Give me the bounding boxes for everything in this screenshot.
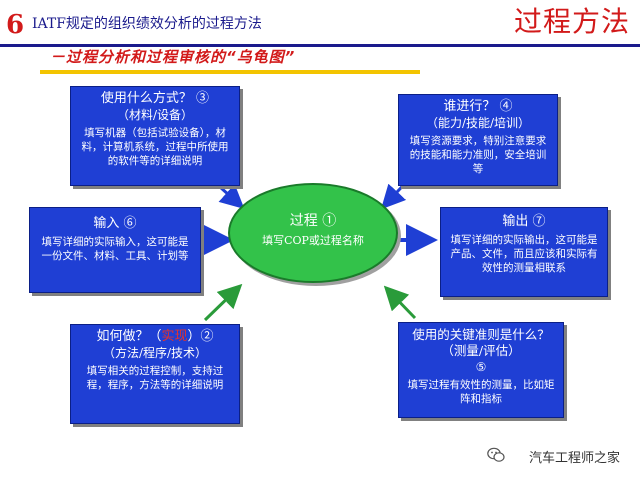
box-materials-equipment: 使用什么方式？ ③ （材料/设备） 填写机器（包括试验设备），材料，计算机系统，… [70, 86, 240, 186]
section-title: 过程方法 [513, 5, 630, 38]
box-heading: 输入 ⑥ [93, 216, 137, 231]
arrow-criteria-to-process [383, 285, 417, 320]
box-competence-training: 谁进行？ ④ （能力/技能/培训） 填写资源要求，特别注意要求的技能和能力准则，… [398, 94, 558, 186]
box-method-procedure: 如何做？（实现）② （方法/程序/技术） 填写相关的过程控制，支持过程，程序，方… [70, 324, 240, 424]
box-body: 填写相关的过程控制，支持过程，程序，方法等的详细说明 [86, 365, 224, 391]
box-body: 填写资源要求，特别注意要求的技能和能力准则，安全培训等 [409, 135, 547, 175]
header-rule [0, 44, 640, 47]
box-heading: 使用的关键准则是什么？（测量/评估） [412, 327, 550, 358]
box-subheading: （方法/程序/技术） [102, 346, 208, 360]
box-body: 填写详细的实际输出，这可能是产品、文件，而且应该和实际有效性的测量相联系 [450, 234, 598, 274]
slide-title: IATF规定的组织绩效分析的过程方法 [32, 16, 262, 32]
process-ellipse: 过程 ① 填写COP或过程名称 [228, 183, 398, 283]
slide-number: 6 [6, 10, 25, 40]
subtitle-underline [40, 70, 420, 74]
box-key-criteria: 使用的关键准则是什么？（测量/评估） ⑤ 填写过程有效性的测量，比如矩阵和指标 [398, 322, 564, 418]
box-heading: 谁进行？ ④ [443, 99, 513, 114]
box-body: 填写过程有效性的测量，比如矩阵和指标 [407, 379, 555, 405]
box-number: ⑤ [475, 360, 487, 374]
watermark-text: 汽车工程师之家 [528, 451, 620, 466]
process-heading: 过程 ① [289, 213, 337, 229]
box-heading: 如何做？（实现）② [71, 329, 239, 345]
box-heading: 使用什么方式？ ③ [100, 91, 210, 106]
box-subheading: （能力/技能/培训） [425, 116, 531, 130]
box-body: 填写详细的实际输入，这可能是一份文件、材料、工具、计划等 [41, 236, 189, 262]
slide-subtitle: －过程分析和过程审核的“乌龟图” [50, 48, 296, 66]
heading-accent: 实现 [161, 329, 188, 344]
heading-post: ）② [187, 329, 214, 344]
wechat-icon [487, 447, 505, 462]
process-body: 填写COP或过程名称 [262, 234, 364, 247]
box-body: 填写机器（包括试验设备），材料，计算机系统，过程中所使用的软件等的详细说明 [81, 127, 229, 167]
heading-pre: 如何做？（ [96, 329, 162, 344]
arrow-method-to-process [203, 283, 243, 322]
box-subheading: （材料/设备） [116, 108, 194, 122]
box-heading: 输出 ⑦ [502, 214, 546, 229]
box-input: 输入 ⑥ 填写详细的实际输入，这可能是一份文件、材料、工具、计划等 [29, 207, 201, 293]
box-output: 输出 ⑦ 填写详细的实际输出，这可能是产品、文件，而且应该和实际有效性的测量相联… [440, 207, 608, 297]
